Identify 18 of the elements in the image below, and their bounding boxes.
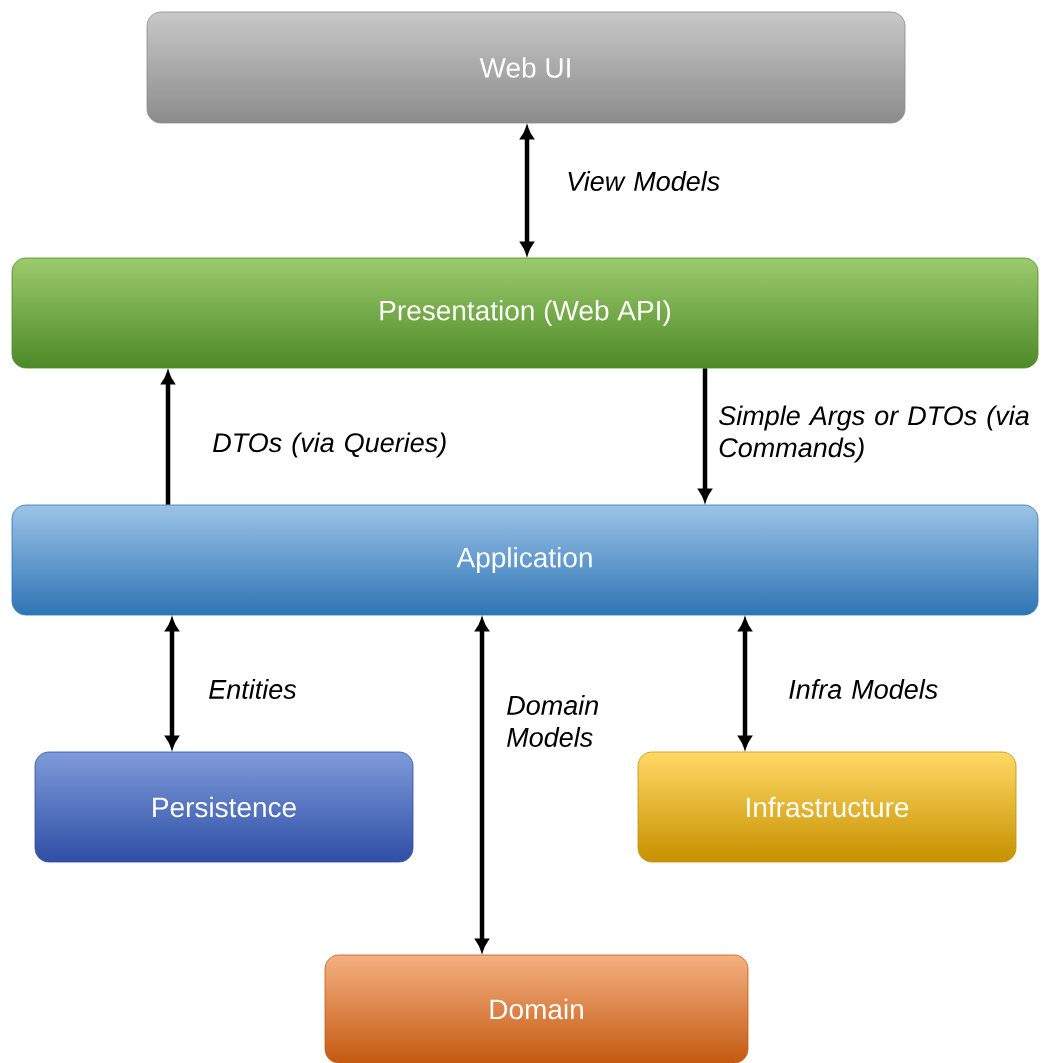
edge-label: Simple Args or DTOs (via Commands)	[719, 405, 1029, 463]
edge-label: Entities	[209, 679, 297, 699]
arrow	[165, 618, 179, 749]
arrow	[475, 618, 489, 952]
layer-box: Web UI	[146, 11, 906, 124]
edge-label: View Models	[568, 171, 720, 191]
layer-box: Application	[11, 504, 1039, 616]
arrow	[161, 371, 175, 505]
layer-box: Presentation (Web API)	[11, 257, 1039, 369]
edge-label: DTOs (via Queries)	[213, 432, 446, 458]
layer-box: Persistence	[34, 751, 414, 863]
arrow	[738, 618, 752, 749]
edge-label: Infra Models	[789, 679, 938, 699]
arrow	[520, 126, 534, 255]
edge-label: Domain Models	[507, 695, 598, 747]
layer-box: Infrastructure	[637, 751, 1017, 863]
arrow	[698, 368, 712, 502]
layer-box: Domain	[324, 954, 749, 1063]
